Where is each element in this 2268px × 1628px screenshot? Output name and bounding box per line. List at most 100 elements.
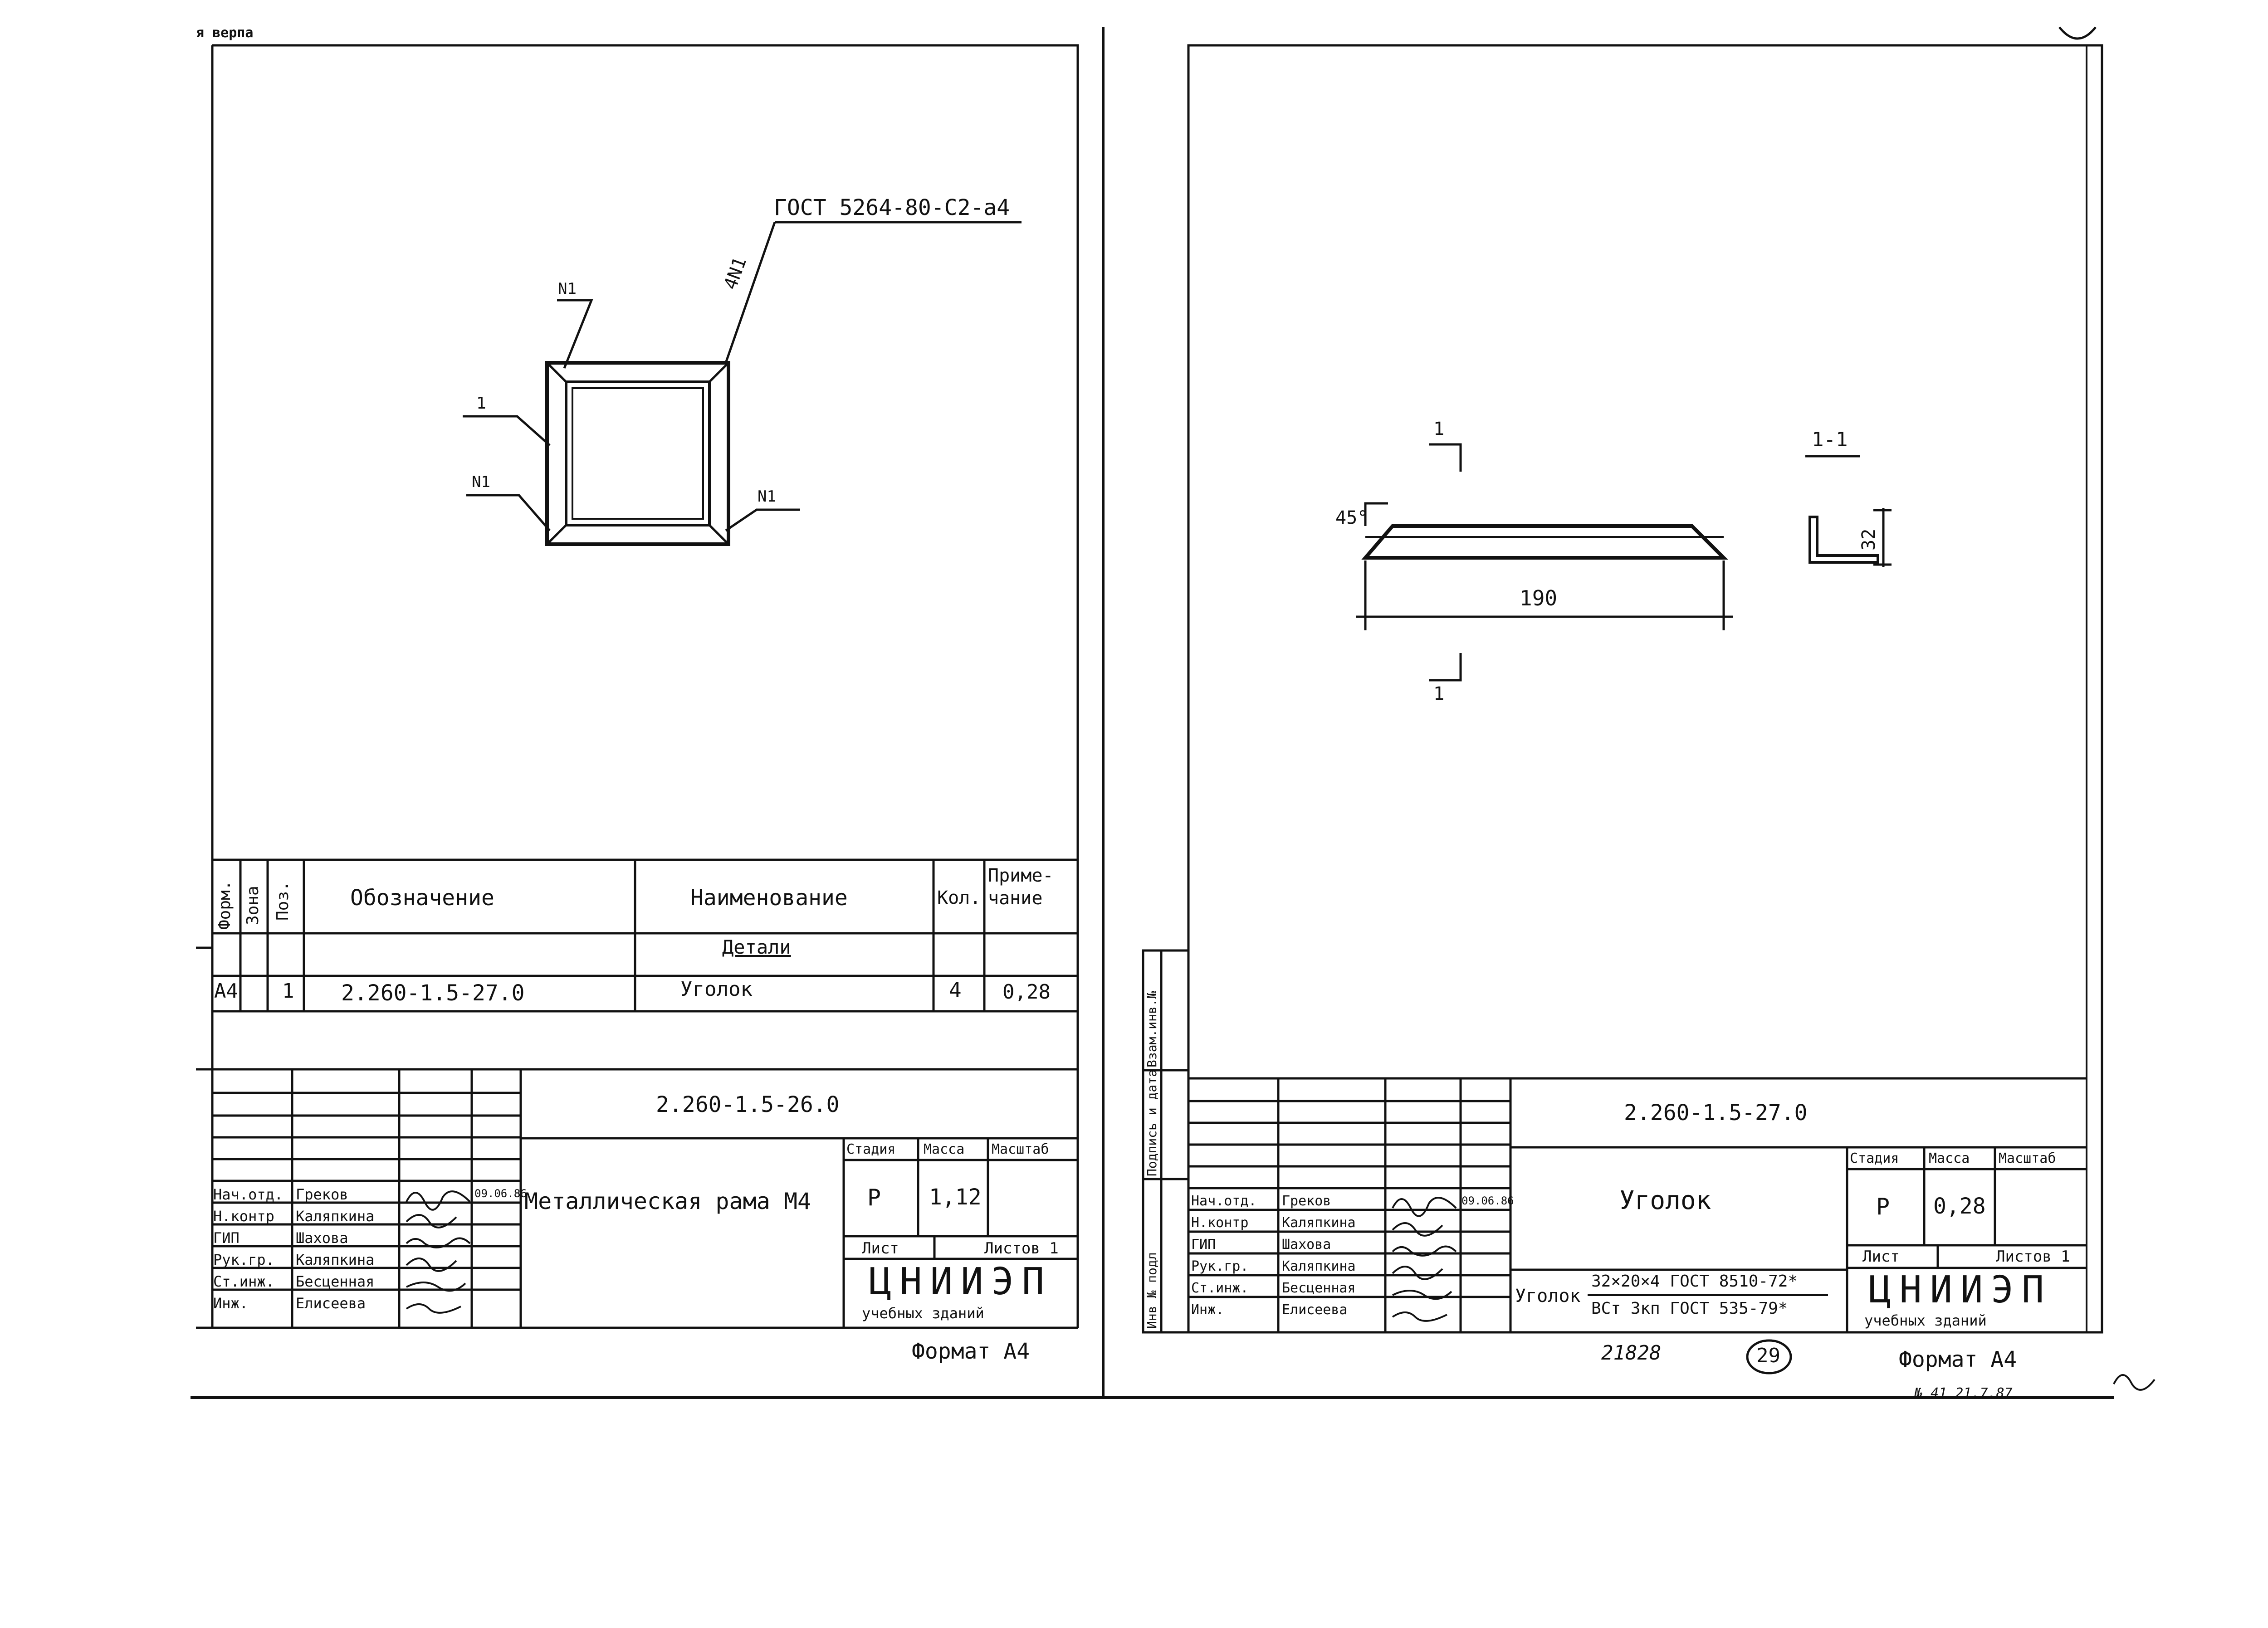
left-staff-name: Каляпкина (296, 1251, 375, 1268)
inventory-number: 21828 (1601, 1341, 1662, 1365)
page-number-circle (1746, 1339, 1792, 1375)
left-staff-name: Шахова (296, 1229, 348, 1247)
right-doc-title: Уголок (1619, 1186, 1711, 1215)
spec-header-format: Форм. (215, 880, 234, 930)
left-staff-name: Бесценная (296, 1273, 375, 1290)
left-title-block-lines (196, 1068, 1078, 1329)
dim-length: 190 (1520, 586, 1558, 610)
left-staff-role: Нач.отд. (213, 1186, 284, 1203)
right-scale-label: Масштаб (1999, 1150, 2056, 1166)
left-doc-title: Металлическая рама М4 (524, 1188, 811, 1214)
right-staff-name: Греков (1282, 1193, 1331, 1209)
right-staff-role: Ст.инж. (1191, 1280, 1249, 1296)
angle-detail (1356, 443, 1892, 682)
left-staff-role: Н.контр (213, 1208, 274, 1225)
spec-row-qty: 4 (949, 978, 962, 1002)
right-stage-value: Р (1876, 1194, 1890, 1220)
side-label-replace: Взам.инв.№ (1144, 991, 1159, 1067)
right-doc-code: 2.260-1.5-27.0 (1624, 1100, 1808, 1126)
signature-footnote (2113, 1374, 2156, 1391)
signature-left-1 (406, 1190, 471, 1211)
material-profile: 32×20×4 ГОСТ 8510-72* (1591, 1272, 1798, 1291)
side-label-signature: Подпись и дата (1144, 1069, 1159, 1176)
right-sheets-label: Листов 1 (1996, 1248, 2070, 1266)
left-stage-value: Р (867, 1184, 881, 1211)
left-staff-name: Греков (296, 1186, 348, 1203)
callout-n1-top: N1 (558, 280, 577, 298)
left-spec-table-lines (196, 858, 1078, 1013)
signature-right-5 (1392, 1290, 1452, 1300)
left-staff-role: Ст.инж. (213, 1273, 274, 1290)
frame-detail (463, 221, 1022, 546)
spec-section-details: Детали (722, 936, 791, 958)
signature-right-3 (1392, 1245, 1457, 1257)
top-note: я верпа (196, 25, 254, 41)
right-mass-label: Масса (1929, 1150, 1970, 1166)
left-sheet-label: Лист (862, 1239, 899, 1258)
right-staff-role: ГИП (1191, 1237, 1216, 1253)
right-approval-date: 09.06.86 (1461, 1194, 1514, 1207)
spec-row-designation: 2.260-1.5-27.0 (341, 980, 525, 1006)
left-mass-value: 1,12 (929, 1184, 982, 1210)
spec-header-qty: Кол. (937, 887, 981, 908)
section-mark-bottom: 1 (1433, 683, 1445, 704)
left-mass-label: Масса (924, 1141, 965, 1157)
section-title: 1-1 (1812, 428, 1848, 451)
spec-header-zone: Зона (244, 886, 262, 925)
spec-row-name: Уголок (680, 978, 753, 1001)
right-sheet-label: Лист (1862, 1248, 1900, 1266)
dim-angle: 45° (1335, 507, 1369, 528)
right-staff-name: Каляпкина (1282, 1215, 1356, 1231)
left-approval-date: 09.06.86 (474, 1187, 527, 1200)
signature-left-5 (406, 1282, 466, 1292)
right-stage-label: Стадия (1850, 1150, 1899, 1166)
signatures (406, 1190, 2156, 1391)
left-sheets-label: Листов 1 (984, 1239, 1059, 1258)
right-staff-role: Инж. (1191, 1302, 1224, 1318)
signature-left-4 (406, 1258, 457, 1272)
spec-header-note: Приме-чание (988, 865, 1054, 909)
signature-left-2 (406, 1214, 457, 1228)
signature-left-6 (406, 1303, 461, 1314)
callout-part-1: 1 (476, 394, 486, 413)
spec-header-name: Наименование (690, 885, 848, 911)
left-org-sub: учебных зданий (862, 1305, 984, 1322)
material-prefix: Уголок (1515, 1286, 1581, 1306)
left-staff-name: Каляпкина (296, 1208, 375, 1225)
right-staff-role: Нач.отд. (1191, 1193, 1257, 1209)
section-mark-top: 1 (1433, 419, 1445, 439)
spec-row-format: А4 (214, 980, 238, 1003)
right-staff-name: Шахова (1282, 1237, 1331, 1253)
dim-height: 32 (1858, 528, 1879, 551)
left-doc-code: 2.260-1.5-26.0 (656, 1092, 840, 1117)
left-org-name: ЦНИИЭП (869, 1260, 1053, 1303)
left-staff-role: ГИП (213, 1229, 240, 1247)
left-format-label: Формат А4 (912, 1339, 1030, 1364)
signature-left-3 (406, 1237, 471, 1248)
signature-right-2 (1392, 1222, 1443, 1237)
side-label-inv: Инв № подл (1144, 1252, 1159, 1329)
side-stamp-box (1142, 949, 1188, 1334)
page-number: 29 (1756, 1344, 1780, 1367)
right-title-block-lines (1188, 1077, 2087, 1332)
right-staff-name: Елисеева (1282, 1302, 1348, 1318)
material-steel: ВСт 3кп ГОСТ 535-79* (1591, 1299, 1788, 1318)
spec-header-pos: Поз. (274, 881, 292, 921)
left-scale-label: Масштаб (992, 1141, 1049, 1157)
gost-weld-callout: ГОСТ 5264-80-С2-а4 (774, 195, 1010, 220)
left-sheet-frame (211, 44, 1079, 1328)
spec-header-designation: Обозначение (350, 885, 494, 911)
right-format-label: Формат А4 (1899, 1347, 2017, 1372)
right-staff-name: Каляпкина (1282, 1258, 1356, 1274)
signature-right-4 (1392, 1266, 1443, 1280)
right-org-sub: учебных зданий (1864, 1312, 1987, 1329)
right-staff-role: Н.контр (1191, 1215, 1249, 1231)
right-sheet-frame (1187, 44, 2103, 1334)
left-staff-name: Елисеева (296, 1295, 366, 1312)
spec-row-pos: 1 (282, 980, 294, 1003)
callout-n1-right: N1 (758, 487, 776, 506)
right-mass-value: 0,28 (1933, 1194, 1986, 1219)
left-staff-role: Инж. (213, 1295, 249, 1312)
callout-n1-left: N1 (472, 473, 490, 491)
